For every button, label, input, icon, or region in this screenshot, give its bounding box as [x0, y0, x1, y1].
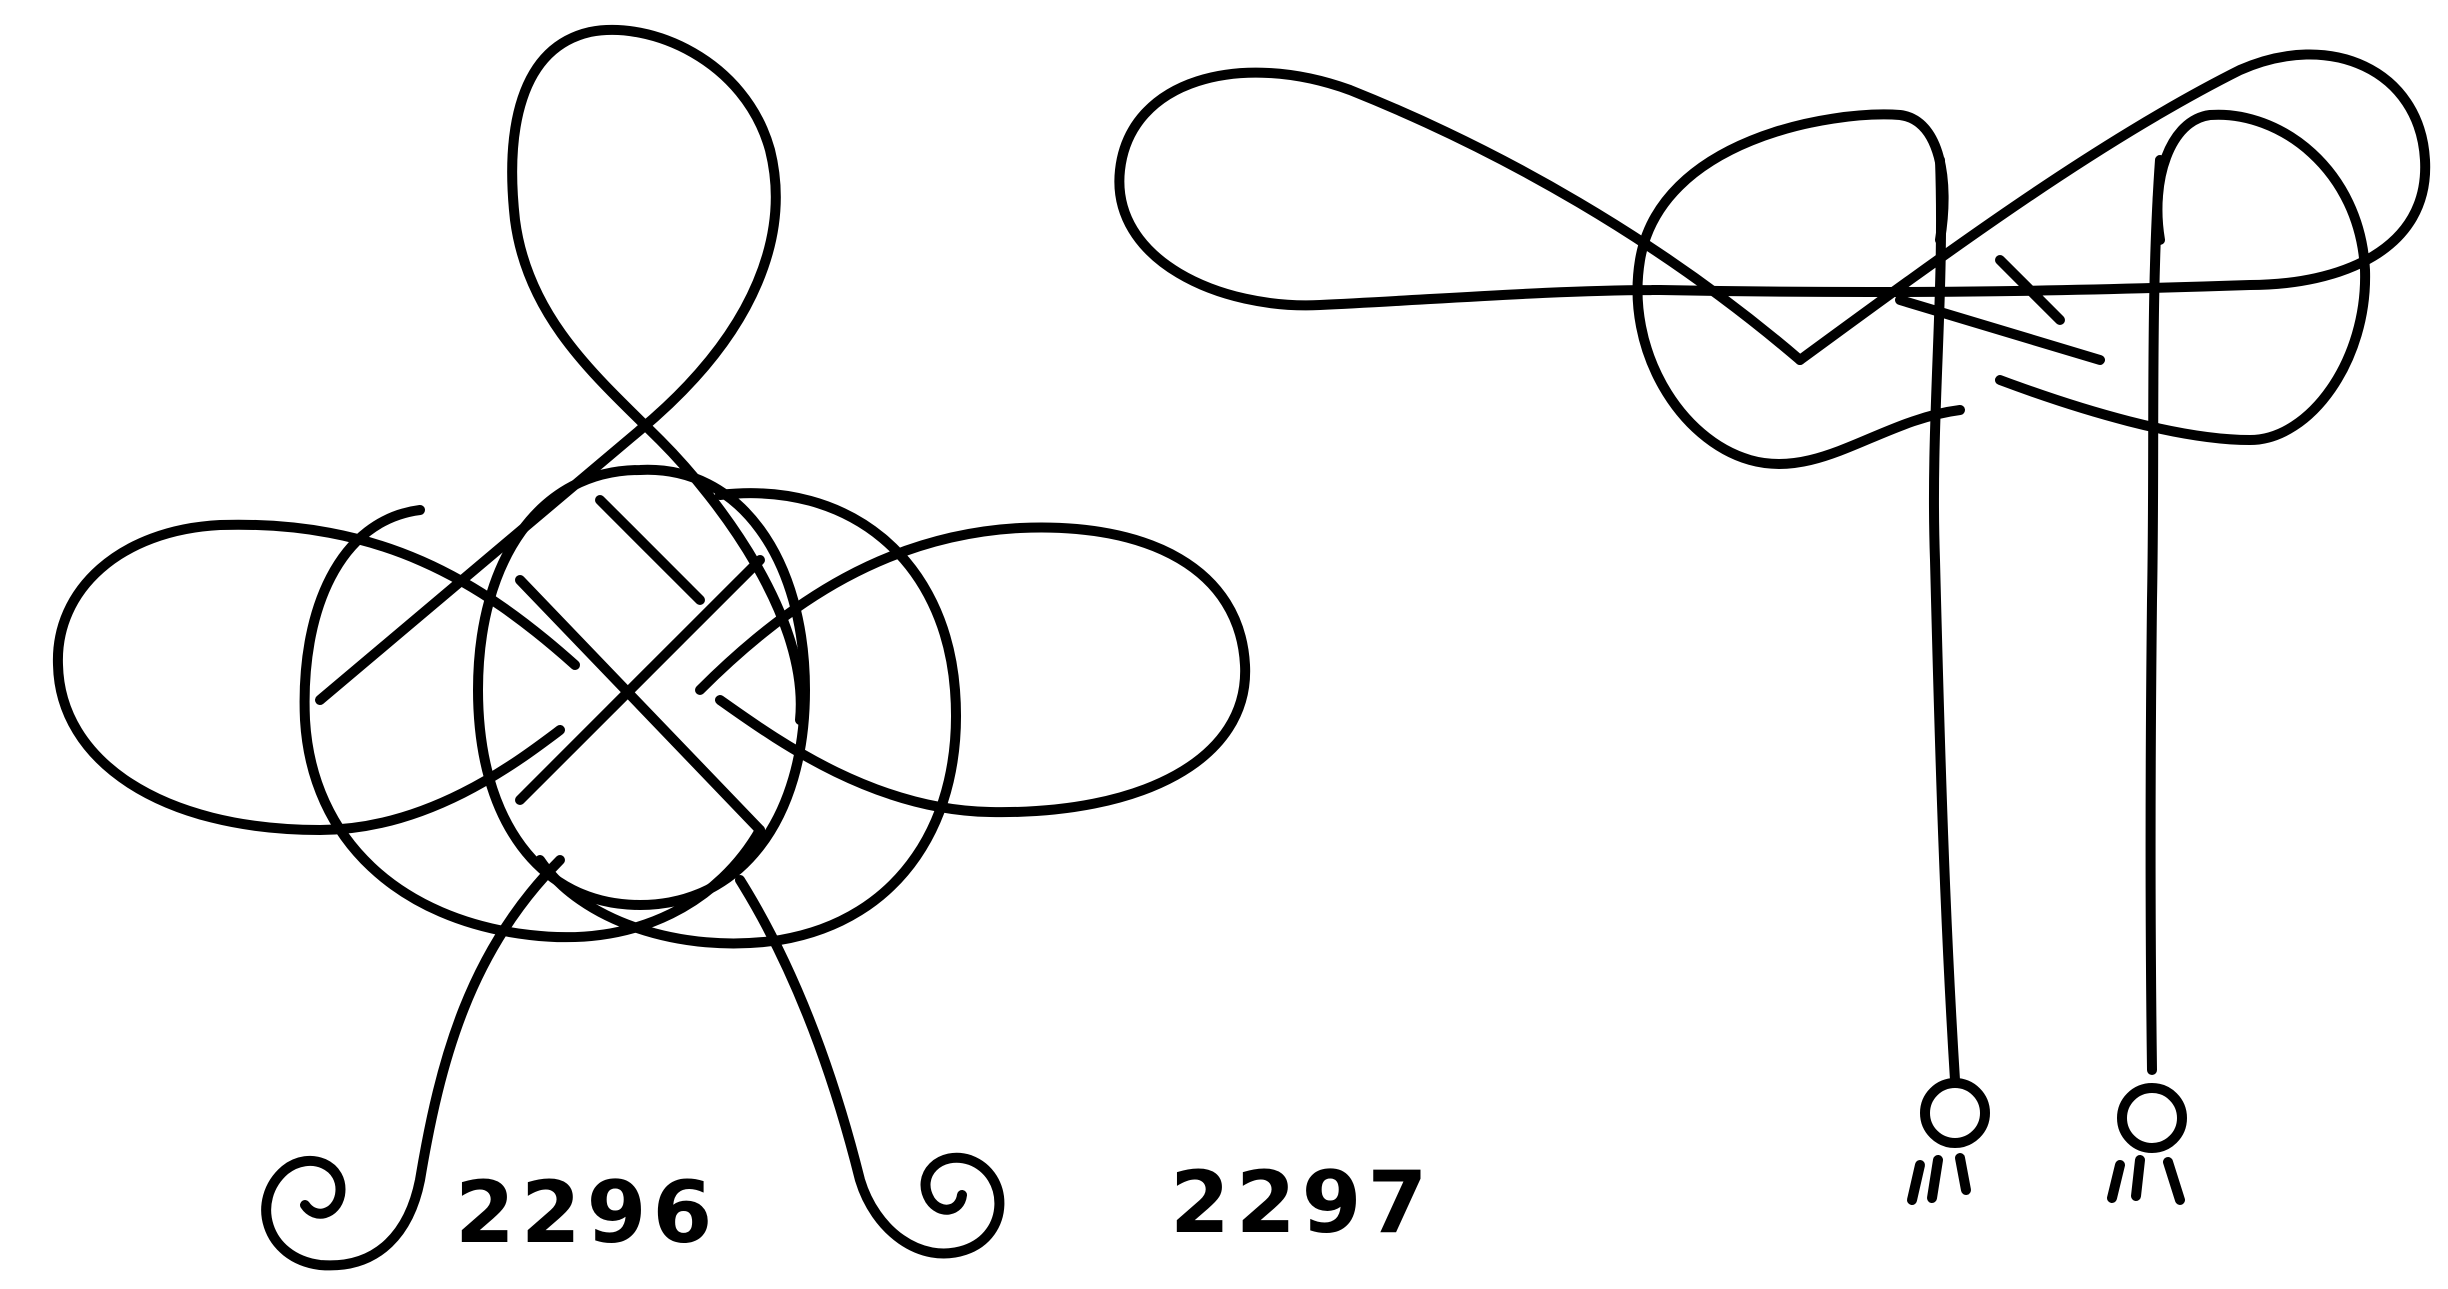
right-tassel-strands — [2112, 1160, 2180, 1200]
left-ring — [305, 510, 760, 937]
figure-number-2297: 2297 — [1170, 1160, 1433, 1246]
left-cord — [1934, 160, 1955, 1080]
weave-diagonal-b — [520, 560, 760, 800]
left-wing — [1119, 73, 1800, 360]
knot-2297-drawing — [1100, 0, 2448, 1284]
knot-figure-2297: 2297 — [1100, 0, 2448, 1284]
knot-figure-2296: 2296 — [0, 0, 1290, 1284]
knot-2296-drawing — [0, 0, 1290, 1284]
left-tassel-strands — [1912, 1158, 1966, 1200]
weave-diagonal-c — [600, 500, 700, 600]
center-crossing — [1900, 260, 2100, 360]
left-tassel-ring — [1925, 1083, 1985, 1143]
figure-number-2296: 2296 — [455, 1170, 718, 1256]
right-tassel-ring — [2122, 1088, 2182, 1148]
right-wing — [1660, 54, 2425, 360]
right-cord — [2151, 160, 2161, 1070]
